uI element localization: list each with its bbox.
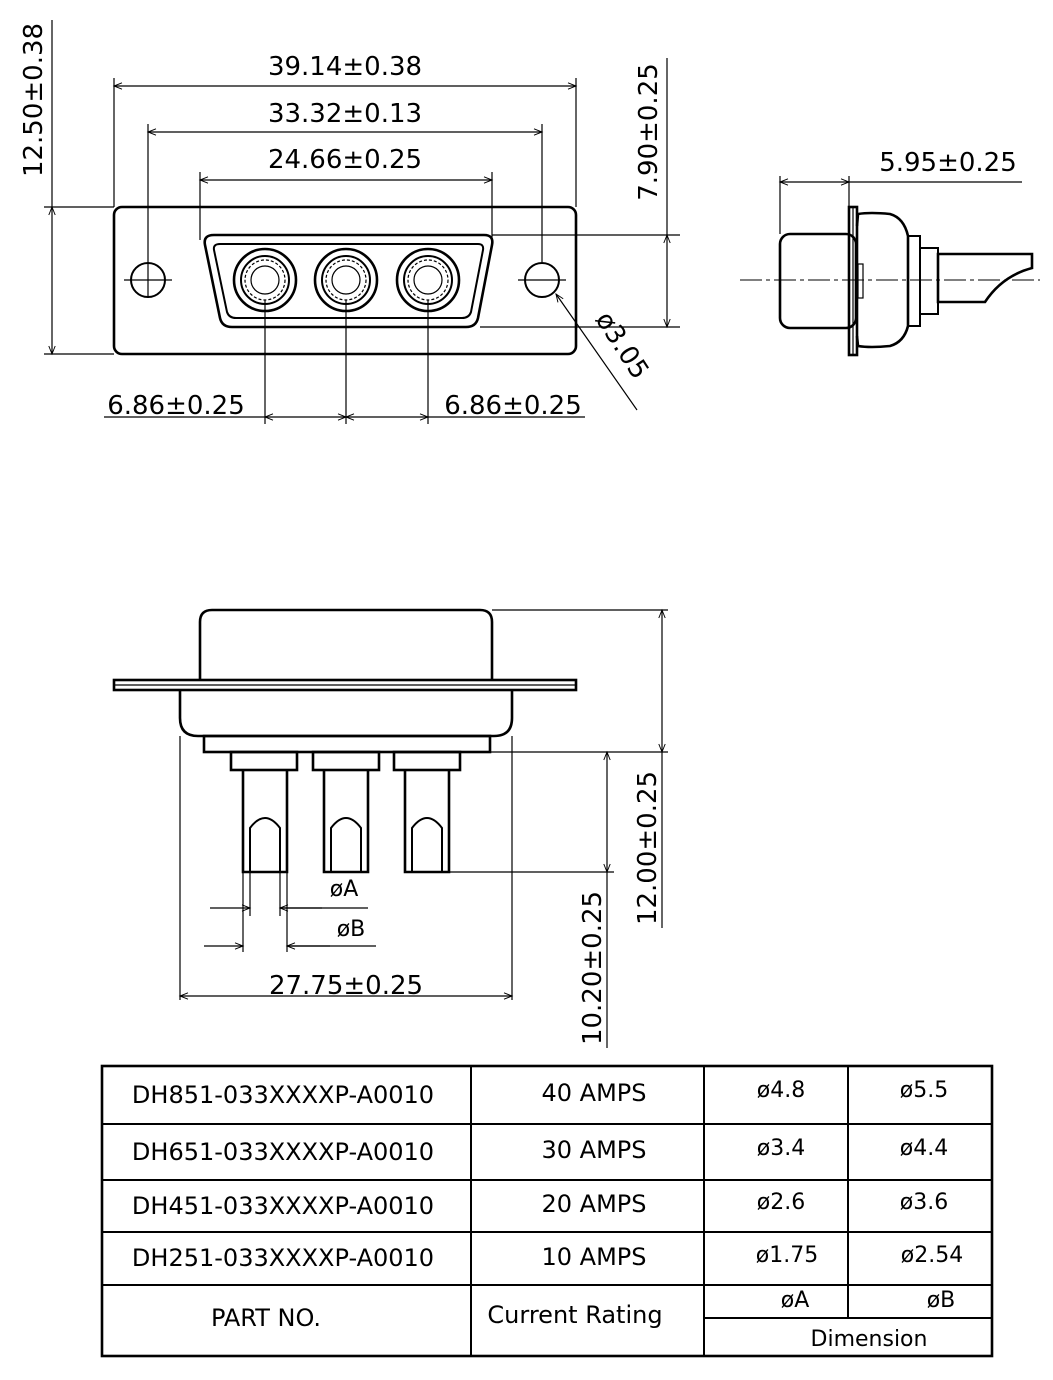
bottom-top-shell [198,608,494,680]
cell-part: DH251-033XXXXP-A0010 [132,1244,434,1272]
dim-shell-height: 7.90±0.25 [634,63,664,201]
cell-rating: 40 AMPS [542,1079,647,1107]
cell-part: DH651-033XXXXP-A0010 [132,1138,434,1166]
dim-overall-width: 39.14±0.38 [268,52,422,82]
side-step-1 [907,235,921,327]
label-dia-b: øB [337,917,366,942]
bottom-pin-1 [229,750,299,874]
cell-dia-b: ø5.5 [900,1078,948,1103]
side-shell [778,232,858,330]
header-dia-b: øB [927,1288,956,1313]
cell-dia-b: ø4.4 [900,1136,948,1161]
cell-rating: 20 AMPS [542,1190,647,1218]
cell-part: DH451-033XXXXP-A0010 [132,1192,434,1220]
table-header: PART NO. Current Rating øA øB Dimension [211,1288,955,1352]
dim-mount-hole: ø3.05 [589,307,654,385]
dim-shell-width: 24.66±0.25 [268,145,422,175]
cell-dia-a: ø3.4 [757,1136,805,1161]
front-flange [112,205,578,356]
header-current-rating: Current Rating [487,1301,662,1329]
front-d-shell-inner [212,243,485,319]
cell-dia-a: ø4.8 [757,1078,805,1103]
dim-body-width: 27.75±0.25 [269,971,423,1001]
bottom-view: øA øB 27.75±0.25 12.00±0.25 10.20±0.25 [112,608,668,1048]
mount-hole-right [518,262,566,298]
side-pin [936,252,1034,304]
header-dia-a: øA [781,1288,810,1313]
cell-part: DH851-033XXXXP-A0010 [132,1081,434,1109]
bottom-pin-3 [392,750,462,874]
side-view: 5.95±0.25 [740,148,1040,357]
cell-dia-b: ø3.6 [900,1190,948,1215]
label-dia-a: øA [330,877,359,902]
bottom-base [202,734,492,754]
table-row: DH451-033XXXXP-A0010 20 AMPS ø2.6 ø3.6 [132,1190,948,1220]
dim-pin-pitch-right: 6.86±0.25 [444,391,582,421]
cell-rating: 30 AMPS [542,1136,647,1164]
spec-table: DH851-033XXXXP-A0010 40 AMPS ø4.8 ø5.5 D… [100,1064,994,1358]
bottom-pin-2 [311,750,381,874]
cell-dia-b: ø2.54 [901,1243,963,1268]
dim-pin-pitch-left: 6.86±0.25 [107,391,245,421]
dim-body-height: 12.00±0.25 [633,771,663,925]
dim-hole-spacing: 33.32±0.13 [268,99,422,129]
bottom-body [178,690,514,738]
dim-side-depth: 5.95±0.25 [879,148,1017,178]
header-dimension: Dimension [811,1327,928,1352]
table-row: DH651-033XXXXP-A0010 30 AMPS ø3.4 ø4.4 [132,1136,948,1166]
cell-dia-a: ø2.6 [757,1190,805,1215]
cell-dia-a: ø1.75 [756,1243,818,1268]
header-part-no: PART NO. [211,1304,321,1332]
front-view: 39.14±0.38 33.32±0.13 24.66±0.25 12.50±0… [19,20,680,424]
table-row: DH851-033XXXXP-A0010 40 AMPS ø4.8 ø5.5 [132,1078,948,1109]
side-step-2 [919,247,939,315]
dim-overall-height: 12.50±0.38 [19,23,49,177]
dim-pin-length: 10.20±0.25 [578,891,608,1045]
table-row: DH251-033XXXXP-A0010 10 AMPS ø1.75 ø2.54 [132,1243,963,1272]
cell-rating: 10 AMPS [542,1243,647,1271]
